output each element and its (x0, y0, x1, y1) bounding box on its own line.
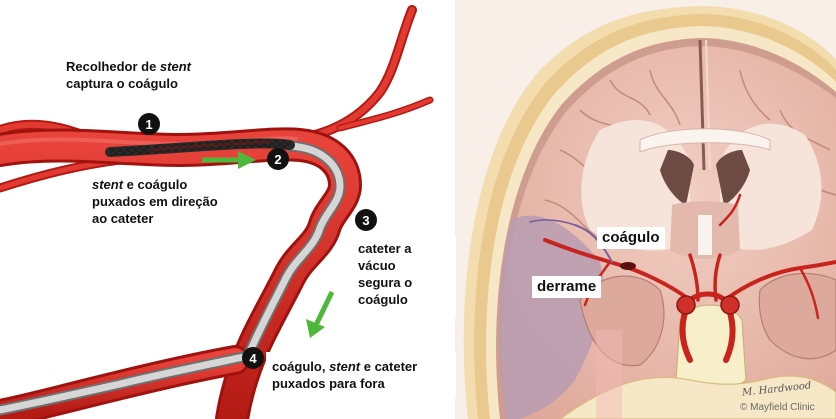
step-1-caption: Recolhedor de stentcaptura o coágulo (66, 58, 191, 92)
stroke-label: derrame (532, 276, 601, 298)
clot-label: coágulo (597, 227, 665, 249)
step-number: 4 (249, 351, 257, 366)
step-marker-2: 2 (267, 148, 289, 170)
step-3-caption: cateter avácuosegura ocoágulo (358, 240, 412, 308)
step-2-caption: stent e coágulopuxados em direçãoao cate… (92, 176, 218, 227)
step-marker-4: 4 (242, 347, 264, 369)
step-marker-3: 3 (355, 209, 377, 231)
brain-cross-section (455, 0, 836, 419)
copyright-credit: © Mayfield Clinic (740, 402, 815, 413)
step-marker-1: 1 (138, 113, 160, 135)
step-number: 2 (274, 152, 281, 167)
step-4-caption: coágulo, stent e cateterpuxados para for… (272, 358, 417, 392)
step-number: 3 (362, 213, 369, 228)
pull-out-arrow (306, 292, 332, 338)
step-number: 1 (145, 117, 152, 132)
